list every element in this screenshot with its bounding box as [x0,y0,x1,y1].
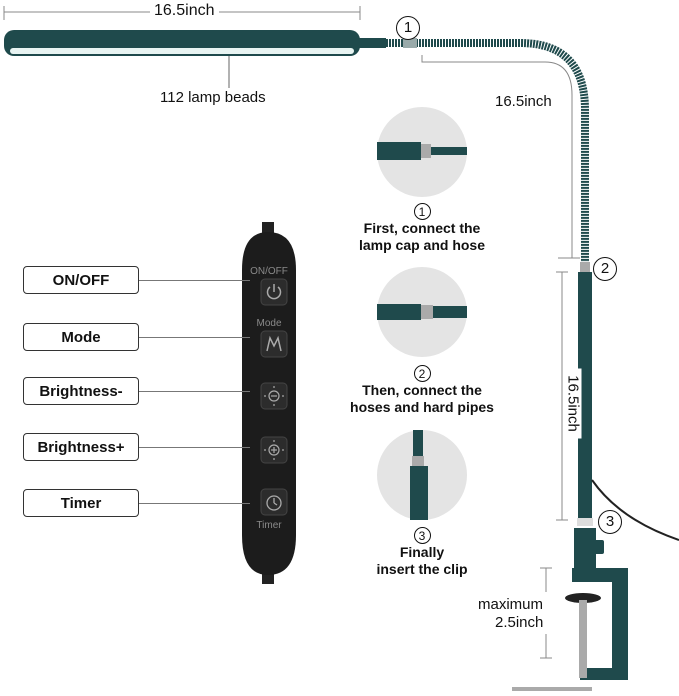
step-line: First, connect the [363,220,481,236]
desk-clamp [512,528,628,691]
onoff-caption: ON/OFF [250,266,288,277]
brightness-plus-label-box: Brightness+ [23,433,139,461]
timer-icon [266,495,282,511]
step-3: 3 Finally insert the clip [340,527,504,578]
sun-plus-icon [264,440,284,460]
step-line: hoses and hard pipes [350,399,494,415]
mode-label-box: Mode [23,323,139,351]
remote-control [242,222,296,584]
power-icon [266,286,282,300]
mode-leader [139,337,250,338]
callout-3: 3 [598,510,622,534]
callout-2: 2 [593,257,617,281]
clamp-size-label: 2.5inch [495,614,544,631]
timer-leader [139,503,250,504]
lamp-beads-label: 112 lamp beads [160,89,266,106]
pipe-length-label: 16.5inch [564,368,582,439]
step-line: Then, connect the [362,382,482,398]
onoff-leader [139,280,250,281]
gooseneck-hose [386,39,589,262]
hard-pipe [578,272,592,520]
timer-label-box: Timer [23,489,139,517]
callout-1: 1 [396,16,420,40]
lamp-head [4,30,386,56]
step-line: Finally [399,544,445,560]
step-line: lamp cap and hose [358,237,486,253]
mode-caption: Mode [256,318,282,329]
step-line: insert the clip [376,561,468,577]
brightness-minus-label-box: Brightness- [23,377,139,405]
step-number: 3 [413,527,431,544]
brightness-minus-leader [139,391,250,392]
clamp-max-label: maximum [478,596,544,613]
timer-caption: Timer [256,520,282,531]
step-1: 1 First, connect the lamp cap and hose [340,203,504,254]
detail-circle-1 [377,107,467,197]
step-2: 2 Then, connect the hoses and hard pipes [340,365,504,416]
detail-circle-2 [377,267,467,357]
onoff-label-box: ON/OFF [23,266,139,294]
connector-1 [403,38,417,48]
brightness-plus-leader [139,447,250,448]
detail-circle-3 [377,430,467,520]
mode-m-icon [266,335,282,352]
hose-length-label: 16.5inch [495,93,552,110]
connector-2 [580,262,590,272]
step-number: 2 [413,365,431,382]
lamp-width-label: 16.5inch [150,2,219,20]
sun-minus-icon [264,386,284,406]
step-number: 1 [413,203,431,220]
